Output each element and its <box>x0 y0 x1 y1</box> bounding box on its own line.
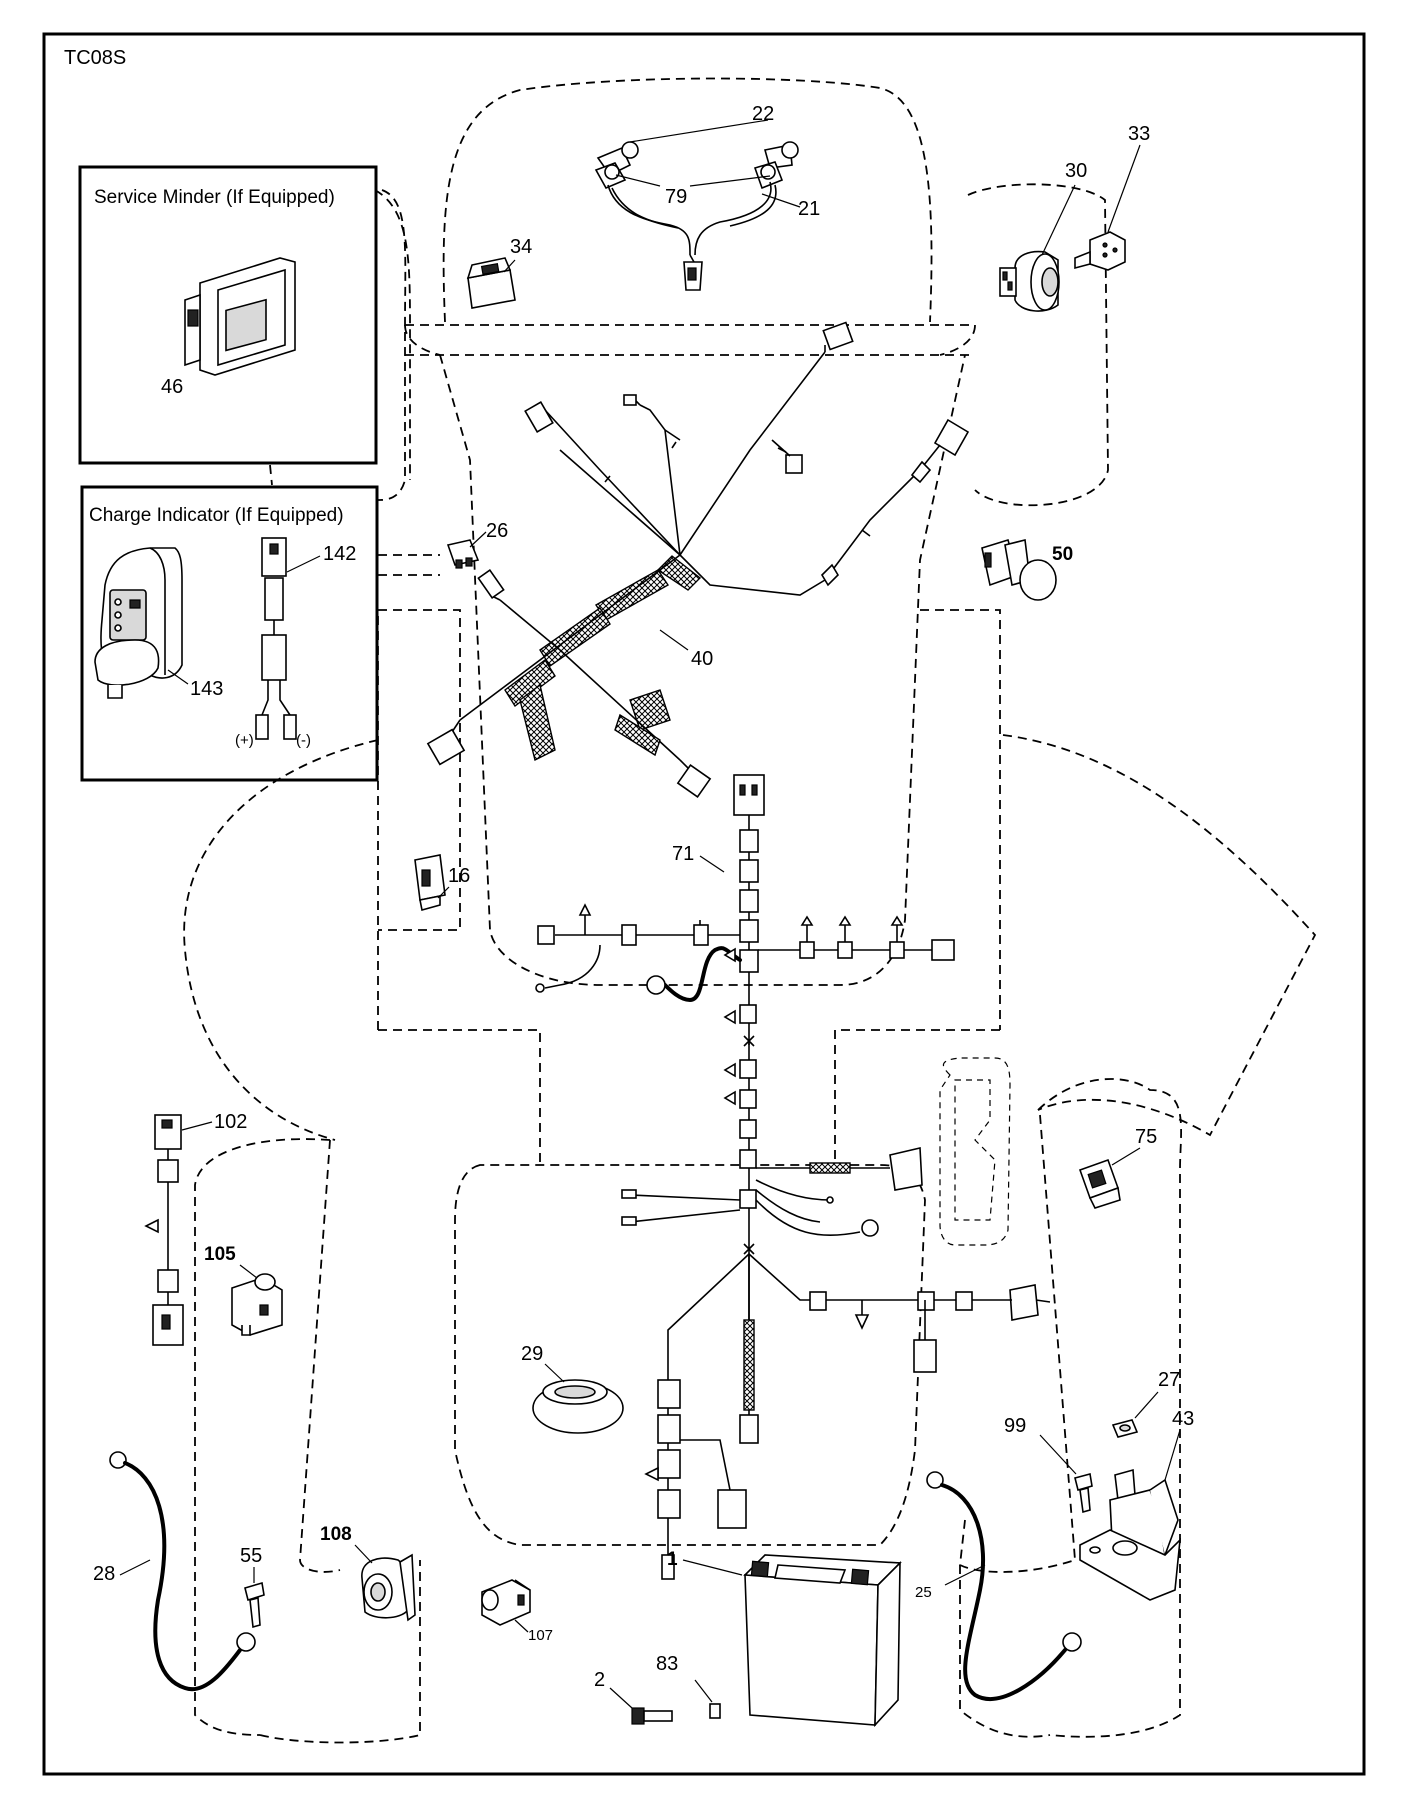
callout-27: 27 <box>1158 1369 1180 1391</box>
part-29 <box>532 1379 624 1434</box>
callout-21: 21 <box>798 198 820 220</box>
callout-22: 22 <box>752 103 774 125</box>
battery-1 <box>682 1554 902 1728</box>
callout-142: 142 <box>323 543 356 565</box>
bolt-55 <box>244 1567 265 1629</box>
callout-16: 16 <box>448 865 470 887</box>
bolt-99 <box>1039 1434 1093 1514</box>
callout-1: 1 <box>667 1549 678 1570</box>
cable-28 <box>109 1451 256 1692</box>
callout-26: 26 <box>486 520 508 542</box>
service-minder-box: Service Minder (If Equipped) 46 <box>78 165 378 465</box>
charge-indicator-box: Charge Indicator (If Equipped) 143 (+) (… <box>80 485 379 782</box>
callout-143: 143 <box>190 678 223 700</box>
harness-71 <box>535 774 1051 1580</box>
part-105 <box>231 1273 283 1336</box>
callout-105: 105 <box>204 1244 236 1265</box>
callout-30: 30 <box>1065 160 1087 182</box>
ignition-key-33 <box>1074 144 1141 271</box>
callout-99: 99 <box>1004 1415 1026 1437</box>
callout-79: 79 <box>665 186 687 208</box>
ignition-switch-30 <box>999 184 1076 312</box>
callout-33: 33 <box>1128 123 1150 145</box>
diagram-code: TC08S <box>64 47 126 69</box>
callout-71: 71 <box>672 843 694 865</box>
callout-108: 108 <box>320 1524 352 1545</box>
callout-46: 46 <box>161 376 183 398</box>
minus-terminal-label: (-) <box>296 732 311 749</box>
switch-50 <box>981 538 1057 601</box>
charge-indicator-title: Charge Indicator (If Equipped) <box>89 505 344 526</box>
callout-28: 28 <box>93 1563 115 1585</box>
callout-40: 40 <box>691 648 713 670</box>
nut-83 <box>694 1679 721 1719</box>
diagram-border <box>42 32 1366 1776</box>
nut-27 <box>1111 1391 1159 1438</box>
callout-2: 2 <box>594 1669 605 1691</box>
service-minder-title: Service Minder (If Equipped) <box>94 187 335 208</box>
part-108 <box>361 1553 416 1622</box>
headlight-harness <box>594 119 801 291</box>
charge-indicator-harness <box>255 537 297 740</box>
callout-25: 25 <box>915 1584 932 1601</box>
switch-34 <box>466 257 516 309</box>
callout-34: 34 <box>510 236 532 258</box>
callout-102: 102 <box>214 1111 247 1133</box>
callout-29: 29 <box>521 1343 543 1365</box>
bolt-2 <box>609 1687 673 1725</box>
main-harness-40 <box>426 321 970 799</box>
part-107 <box>481 1579 531 1633</box>
callout-83: 83 <box>656 1653 678 1675</box>
callout-43: 43 <box>1172 1408 1194 1430</box>
switch-75 <box>1078 1158 1121 1209</box>
plus-terminal-label: (+) <box>235 732 254 749</box>
solenoid-43 <box>1079 1429 1182 1601</box>
callout-50: 50 <box>1052 544 1073 565</box>
callout-107: 107 <box>528 1627 553 1644</box>
charge-indicator-gauge <box>94 547 183 699</box>
callout-75: 75 <box>1135 1126 1157 1148</box>
service-minder-module <box>184 257 296 376</box>
part-102 <box>144 1114 213 1346</box>
relay-16 <box>414 854 446 912</box>
callout-55: 55 <box>240 1545 262 1567</box>
cable-25 <box>926 1471 1082 1701</box>
